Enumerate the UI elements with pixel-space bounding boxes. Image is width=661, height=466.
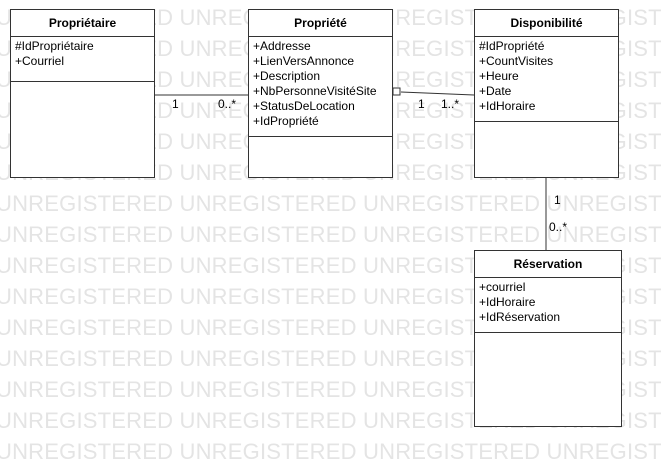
class-propriete[interactable]: Propriété +Addresse +LienVersAnnonce +De… <box>248 9 393 178</box>
class-title: Propriété <box>249 10 392 37</box>
aggregation-diamond-icon <box>392 87 401 96</box>
class-attribute: #IdPropriétaire <box>15 39 94 53</box>
class-attribute: +CountVisites <box>479 54 554 68</box>
class-reservation[interactable]: Réservation +courriel +IdHoraire +IdRése… <box>474 250 622 427</box>
class-attribute: +courriel <box>479 280 526 294</box>
class-attributes: #IdPropriété +CountVisites +Heure +Date … <box>475 37 618 122</box>
class-attributes: +Addresse +LienVersAnnonce +Description … <box>249 37 392 137</box>
multiplicity-label: 1..* <box>441 97 460 111</box>
class-attribute: +StatusDeLocation <box>253 99 355 113</box>
multiplicity-label: 1 <box>172 97 179 111</box>
class-attribute: +IdHoraire <box>479 295 536 309</box>
watermark-row: UNREGISTERED UNREGISTERED UNREGISTERED U… <box>0 222 661 247</box>
multiplicity-label: 0..* <box>549 220 568 234</box>
class-title: Disponibilité <box>475 10 618 37</box>
class-attribute: +NbPersonneVisitéSite <box>253 84 377 98</box>
class-attribute: +Description <box>253 69 321 83</box>
class-attribute: #IdPropriété <box>479 39 545 53</box>
class-title: Propriétaire <box>11 10 154 37</box>
class-proprietaire[interactable]: Propriétaire #IdPropriétaire +Courriel <box>10 9 155 178</box>
class-attribute: +IdPropriété <box>253 114 319 128</box>
multiplicity-label: 1 <box>554 193 561 207</box>
class-attribute: +IdRéservation <box>479 310 561 324</box>
class-attributes: #IdPropriétaire +Courriel <box>11 37 154 82</box>
multiplicity-label: 0..* <box>218 97 237 111</box>
watermark-row: UNREGISTERED UNREGISTERED UNREGISTERED U… <box>0 191 661 216</box>
class-attributes: +courriel +IdHoraire +IdRéservation <box>475 278 621 333</box>
class-title: Réservation <box>475 251 621 278</box>
class-attribute: +LienVersAnnonce <box>253 54 355 68</box>
class-attribute: +Heure <box>479 69 519 83</box>
watermark-row: UNREGISTERED UNREGISTERED UNREGISTERED U… <box>0 439 661 464</box>
class-attribute: +Addresse <box>253 39 311 53</box>
association-line-propriete-disponibilite[interactable] <box>400 91 475 96</box>
class-attribute: +IdHoraire <box>479 99 536 113</box>
class-disponibilite[interactable]: Disponibilité #IdPropriété +CountVisites… <box>474 9 619 178</box>
multiplicity-label: 1 <box>418 97 425 111</box>
class-attribute: +Date <box>479 84 512 98</box>
class-attribute: +Courriel <box>15 54 65 68</box>
